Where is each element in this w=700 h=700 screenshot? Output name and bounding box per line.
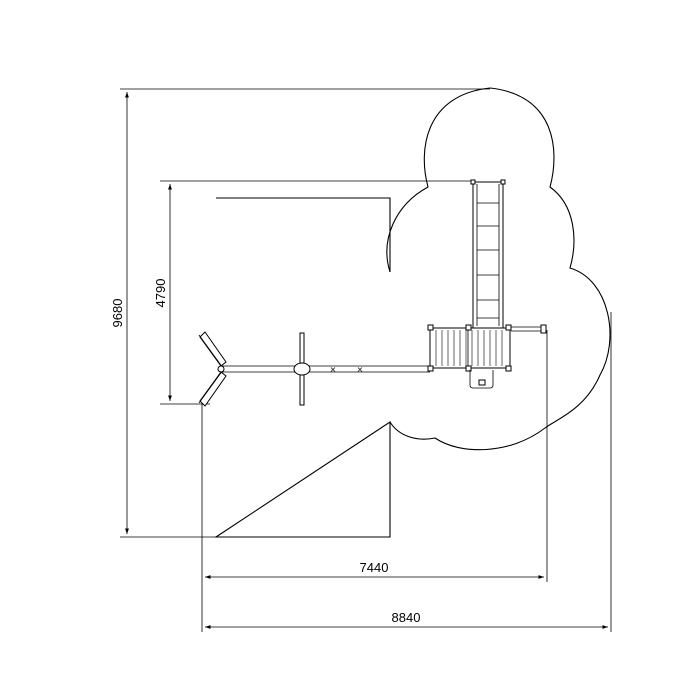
svg-text:×: × [330, 365, 337, 374]
middle-post [293, 332, 311, 406]
svg-text:×: × [357, 365, 364, 374]
safety-zone-cloud [386, 87, 611, 451]
left-a-frame [198, 331, 227, 407]
dimension-area-width: 7440 [360, 560, 389, 575]
dimension-overall-width: 8840 [392, 610, 421, 625]
traverse-beam: × × [222, 365, 430, 374]
tower-platform [427, 324, 512, 389]
safety-zone-rectangle [214, 197, 391, 538]
slide [470, 179, 506, 329]
dimension-overall-height: 9680 [110, 299, 125, 328]
dimension-area-height: 4790 [153, 279, 168, 308]
side-rail [511, 324, 547, 334]
